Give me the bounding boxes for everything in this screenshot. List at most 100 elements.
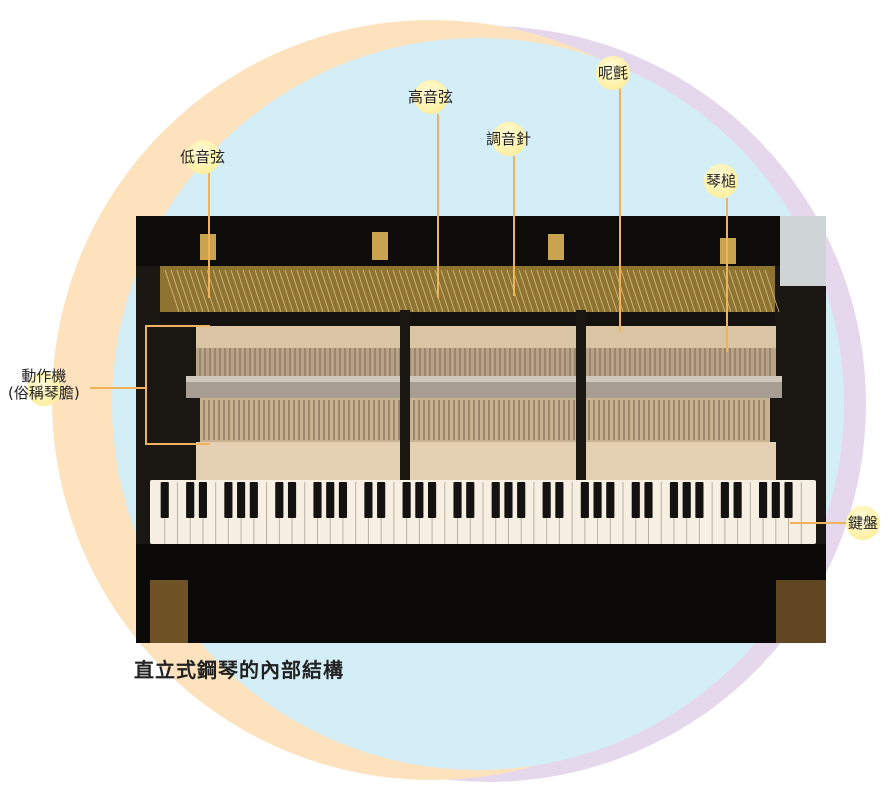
piano-string xyxy=(500,269,516,313)
label-text: 高音弦 xyxy=(408,88,454,106)
piano-string xyxy=(470,269,486,313)
piano-string xyxy=(296,269,312,313)
label-text: 鍵盤 xyxy=(848,514,879,532)
black-key xyxy=(593,482,602,518)
piano-string xyxy=(476,269,492,313)
piano-string xyxy=(182,269,198,313)
black-key xyxy=(644,482,653,518)
piano-string xyxy=(308,269,324,313)
piano-string xyxy=(674,269,690,313)
piano-string xyxy=(656,269,672,313)
piano-string xyxy=(410,269,426,313)
black-key xyxy=(771,482,780,518)
piano-string xyxy=(644,269,660,313)
piano-string xyxy=(722,269,738,313)
label-damper: 呢氈 xyxy=(596,55,630,90)
piano-string xyxy=(302,269,318,313)
black-key xyxy=(326,482,335,518)
piano-string xyxy=(668,269,684,313)
black-key xyxy=(542,482,551,518)
black-key xyxy=(160,482,169,518)
piano-string xyxy=(554,269,570,313)
black-key xyxy=(224,482,233,518)
black-key xyxy=(186,482,195,518)
piano-string xyxy=(452,269,468,313)
piano-string xyxy=(572,269,588,313)
label-hammer: 琴槌 xyxy=(704,163,738,198)
black-key xyxy=(517,482,526,518)
piano-string xyxy=(242,269,258,313)
piano-string xyxy=(638,269,654,313)
black-key xyxy=(504,482,513,518)
black-key xyxy=(580,482,589,518)
black-key xyxy=(759,482,768,518)
piano-string xyxy=(530,269,546,313)
black-key xyxy=(669,482,679,518)
piano-string xyxy=(314,269,330,313)
piano-string xyxy=(194,269,210,313)
black-key xyxy=(198,482,207,518)
black-key xyxy=(249,482,258,518)
piano-string xyxy=(686,269,702,313)
piano-string xyxy=(428,269,444,313)
piano-string xyxy=(458,269,474,313)
black-key xyxy=(682,482,691,518)
piano-string xyxy=(218,269,234,313)
piano-string xyxy=(446,269,462,313)
piano-string xyxy=(692,269,708,313)
black-key xyxy=(287,482,297,518)
piano-string xyxy=(170,269,186,313)
piano-string xyxy=(746,269,762,313)
piano-string xyxy=(710,269,726,313)
label-bass-strings: 低音弦 xyxy=(180,139,225,174)
piano-string xyxy=(332,269,348,313)
piano-string xyxy=(386,269,402,313)
black-key xyxy=(415,482,424,518)
piano-string xyxy=(680,269,696,313)
black-key xyxy=(555,482,564,518)
black-key xyxy=(695,482,704,518)
piano-string xyxy=(614,269,630,313)
piano-string xyxy=(464,269,480,313)
piano-string xyxy=(290,269,306,313)
piano-string xyxy=(542,269,558,313)
black-key xyxy=(606,482,615,518)
piano-string xyxy=(404,269,420,313)
piano-string xyxy=(224,269,240,313)
black-key xyxy=(402,482,411,518)
piano-string xyxy=(704,269,720,313)
piano-string xyxy=(236,269,252,313)
piano-string xyxy=(374,269,390,313)
black-key xyxy=(466,482,475,518)
piano-string xyxy=(482,269,498,313)
piano-string xyxy=(416,269,432,313)
piano-string xyxy=(422,269,438,313)
piano-string xyxy=(380,269,396,313)
black-key xyxy=(428,482,437,518)
piano-string xyxy=(596,269,612,313)
piano-string xyxy=(188,269,204,313)
label-keyboard: 鍵盤 xyxy=(846,505,880,540)
piano-string xyxy=(650,269,666,313)
leader-lines xyxy=(90,88,862,524)
piano-string xyxy=(734,269,750,313)
piano-string xyxy=(356,269,372,313)
piano-string xyxy=(536,269,552,313)
black-key xyxy=(491,482,500,518)
label-action: 動作機 (俗稱琴膽) xyxy=(8,368,80,407)
piano-string xyxy=(632,269,648,313)
black-key xyxy=(377,482,386,518)
piano-string xyxy=(248,269,264,313)
piano-string xyxy=(344,269,360,313)
piano-string xyxy=(662,269,678,313)
piano-string xyxy=(320,269,336,313)
piano-string xyxy=(488,269,504,313)
piano-string xyxy=(368,269,384,313)
label-text-line2: (俗稱琴膽) xyxy=(8,384,80,402)
black-key xyxy=(631,482,640,518)
piano-string xyxy=(602,269,618,313)
black-key xyxy=(313,482,322,518)
piano-string xyxy=(326,269,342,313)
piano-string xyxy=(440,269,456,313)
